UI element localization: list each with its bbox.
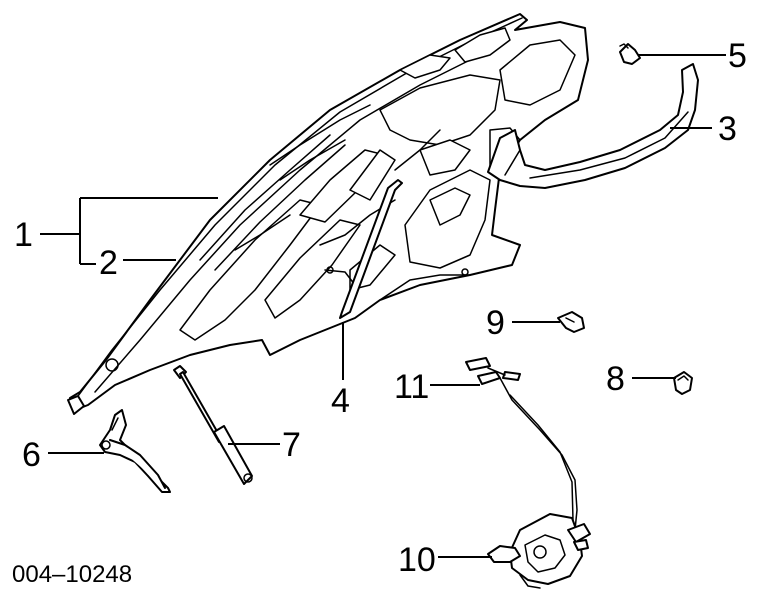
hood-latch-icon <box>487 513 591 589</box>
callout-2: 2 <box>99 244 118 282</box>
callout-5: 5 <box>728 37 747 75</box>
push-pin-retainer-icon <box>619 43 641 65</box>
callout-9: 9 <box>486 304 505 342</box>
release-cable-icon <box>465 357 578 531</box>
callout-10: 10 <box>398 541 436 579</box>
callout-4: 4 <box>331 382 350 420</box>
callout-8: 8 <box>606 360 625 398</box>
hood-support-rod-icon <box>339 179 403 319</box>
lift-support-strut-icon <box>173 365 253 485</box>
callout-6: 6 <box>22 436 41 474</box>
leader-lines <box>40 54 726 558</box>
callout-11: 11 <box>394 368 429 406</box>
callout-7: 7 <box>282 426 301 464</box>
callout-3: 3 <box>718 110 737 148</box>
callout-1: 1 <box>14 216 33 254</box>
clip-icon <box>557 311 585 333</box>
hood-seal-icon <box>487 63 699 189</box>
diagram-code: 004–10248 <box>12 561 132 588</box>
bumper-stop-icon <box>673 371 693 395</box>
hood-hinge-icon <box>99 409 171 493</box>
hood-assembly-icon <box>67 13 589 415</box>
